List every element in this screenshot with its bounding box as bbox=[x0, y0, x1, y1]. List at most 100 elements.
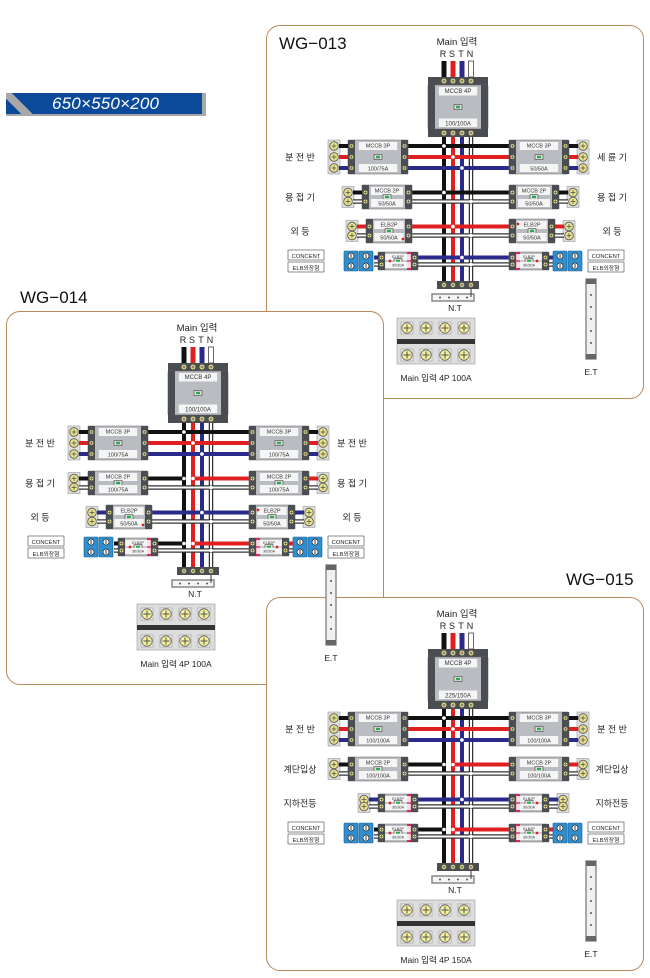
toggle-indicator bbox=[527, 259, 531, 263]
breaker-side bbox=[302, 471, 309, 495]
breaker-type-label: ELB2P bbox=[523, 255, 535, 259]
test-dot bbox=[516, 222, 520, 226]
outlet-block bbox=[343, 822, 359, 844]
branch-label: 용 접 기 bbox=[597, 192, 627, 203]
bus-junction bbox=[442, 827, 446, 832]
breaker-rating-label: 50/50A bbox=[530, 167, 548, 173]
elb-external-label: ELB외장형 bbox=[33, 551, 60, 558]
breaker-rating-plate bbox=[516, 803, 542, 810]
outlet-block bbox=[552, 250, 568, 272]
et-screw bbox=[330, 628, 332, 630]
breaker-side bbox=[405, 219, 412, 243]
toggle-indicator bbox=[396, 801, 400, 805]
et-screw bbox=[330, 592, 332, 594]
toggle-indicator bbox=[376, 727, 380, 731]
outlet-block bbox=[567, 250, 583, 272]
breaker-rating-label: 30/30A bbox=[392, 264, 405, 268]
main-terminal-label: Main 입력 4P 150A bbox=[400, 955, 472, 965]
toggle-indicator bbox=[537, 727, 541, 731]
neutral-terminal-bar bbox=[431, 293, 475, 302]
breaker-rating-label: 30/30A bbox=[523, 264, 536, 268]
breaker-type-plate bbox=[358, 142, 398, 150]
test-dot bbox=[275, 545, 279, 549]
breaker-side bbox=[428, 657, 435, 701]
breaker-rating-plate bbox=[358, 771, 398, 779]
breaker-side bbox=[141, 471, 148, 495]
breaker-rating-label: 100/100A bbox=[445, 122, 471, 128]
size-label: 650×550×200 bbox=[52, 94, 160, 113]
toggle-indicator bbox=[456, 105, 460, 109]
breaker-side bbox=[552, 185, 559, 209]
test-dot bbox=[388, 801, 392, 805]
toggle-indicator bbox=[376, 767, 380, 771]
breaker-type-plate bbox=[519, 759, 559, 767]
outlet-block bbox=[552, 822, 568, 844]
breaker-rating-label: 50/50A bbox=[523, 236, 541, 242]
bus-junction bbox=[442, 190, 446, 195]
concent-label-box bbox=[287, 249, 325, 261]
breaker-type-label: MCCB 2P bbox=[522, 189, 547, 195]
breaker-type-label: MCCB 2P bbox=[527, 761, 552, 767]
bus-junction bbox=[191, 541, 195, 546]
test-dot bbox=[141, 523, 145, 527]
branch-label: 분 전 반 bbox=[337, 439, 367, 449]
branch-label: 분 전 반 bbox=[285, 725, 315, 735]
breaker-rating-label: 50/50A bbox=[525, 202, 543, 208]
main-breaker-top-terminals bbox=[168, 363, 228, 371]
breaker-type-label: MCCB 2P bbox=[366, 761, 391, 767]
bus-junction bbox=[451, 727, 455, 731]
size-banner: 650×550×200 bbox=[6, 93, 206, 116]
main-breaker-bottom-terminals bbox=[168, 415, 228, 423]
breaker-side bbox=[378, 794, 385, 812]
test-dot bbox=[535, 831, 539, 835]
breaker-rating-plate bbox=[518, 199, 550, 207]
breaker-type-plate bbox=[259, 473, 299, 481]
test-dot bbox=[128, 545, 132, 549]
et-label: E.T bbox=[584, 367, 597, 377]
incoming-wire-n bbox=[468, 632, 474, 650]
bus-bottom-terminals bbox=[437, 281, 479, 289]
nt-screw bbox=[197, 582, 199, 585]
breaker-rating-label: 100/100A bbox=[366, 739, 390, 745]
incoming-wire-s bbox=[190, 347, 196, 363]
breaker-type-plate bbox=[385, 254, 411, 261]
bus-junction bbox=[460, 738, 464, 742]
incoming-wire-t bbox=[459, 633, 465, 649]
test-dot bbox=[388, 831, 392, 835]
outlet-block bbox=[358, 250, 374, 272]
breaker-side bbox=[168, 371, 175, 415]
main-terminal-label: Main 입력 4P 100A bbox=[140, 659, 212, 669]
banner-edge bbox=[202, 93, 206, 116]
breaker-type-plate bbox=[516, 826, 542, 833]
breaker-rating-label: 30/30A bbox=[132, 550, 145, 554]
bus-junction bbox=[451, 224, 455, 229]
breaker-side bbox=[548, 219, 555, 243]
breaker-side bbox=[411, 794, 418, 812]
outlet-block bbox=[567, 822, 583, 844]
bus-junction bbox=[182, 476, 186, 481]
nt-screw bbox=[457, 878, 459, 881]
breaker-rating-plate bbox=[519, 736, 559, 744]
elb-label-box bbox=[287, 833, 325, 845]
bus-bottom-terminals bbox=[437, 863, 479, 871]
breaker-rating-plate bbox=[385, 261, 411, 268]
breaker-rating-label: 100/75A bbox=[108, 488, 129, 494]
et-screw bbox=[590, 888, 592, 890]
main-breaker-top-terminals bbox=[428, 649, 488, 657]
phase-label-n: N bbox=[467, 49, 474, 59]
breaker-type-plate bbox=[178, 373, 218, 382]
